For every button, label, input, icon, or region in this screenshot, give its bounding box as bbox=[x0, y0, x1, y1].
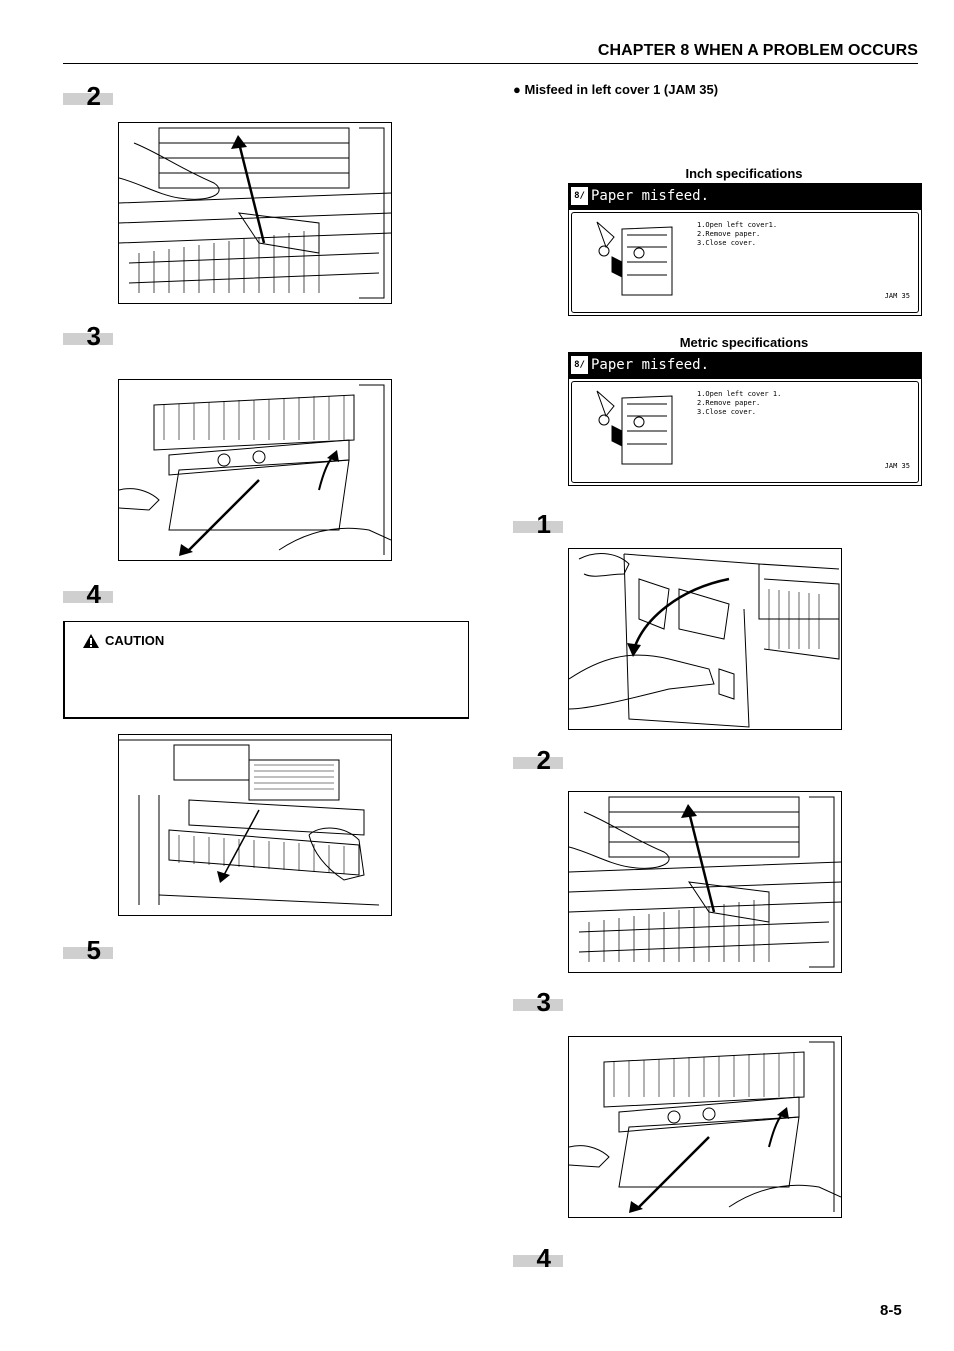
panel-body: 1.Open left cover1. 2.Remove paper. 3.Cl… bbox=[571, 212, 919, 313]
step-marker: 5 bbox=[63, 937, 113, 963]
caution-box: CAUTION bbox=[63, 621, 469, 719]
step-marker: 1 bbox=[513, 511, 563, 537]
chapter-title: CHAPTER 8 WHEN A PROBLEM OCCURS bbox=[597, 42, 918, 59]
section-title: Misfeed in left cover 1 (JAM 35) bbox=[524, 82, 719, 97]
step-number: 4 bbox=[536, 1243, 551, 1273]
illustration-open-left-cover bbox=[568, 548, 842, 730]
bullet-icon: ● bbox=[513, 82, 521, 97]
panel-title: Paper misfeed. bbox=[591, 357, 710, 373]
machine-status-icon: 8/ bbox=[571, 187, 588, 205]
panel-instructions: 1.Open left cover1. 2.Remove paper. 3.Cl… bbox=[697, 221, 778, 247]
step-number: 3 bbox=[536, 987, 551, 1017]
illustration-fuser-unit bbox=[118, 734, 392, 916]
panel-title-bar: 8/ Paper misfeed. bbox=[569, 184, 921, 210]
copier-diagram-icon bbox=[596, 390, 673, 465]
caution-label: CAUTION bbox=[105, 633, 165, 648]
jam-code: JAM 35 bbox=[884, 462, 910, 470]
section-heading: ● Misfeed in left cover 1 (JAM 35) bbox=[513, 82, 718, 97]
panel-instructions: 1.Open left cover 1. 2.Remove paper. 3.C… bbox=[697, 390, 782, 416]
step-marker: 4 bbox=[513, 1245, 563, 1271]
jam-code: JAM 35 bbox=[884, 292, 910, 300]
step-marker: 2 bbox=[513, 747, 563, 773]
panel-title-bar: 8/ Paper misfeed. bbox=[569, 353, 921, 379]
header-rule bbox=[63, 63, 918, 64]
caution-heading: CAUTION bbox=[83, 633, 164, 648]
illustration-pull-paper bbox=[568, 1036, 842, 1218]
warning-icon bbox=[83, 633, 99, 648]
step-number: 5 bbox=[86, 935, 101, 965]
step-marker: 2 bbox=[63, 83, 113, 109]
step-number: 3 bbox=[86, 321, 101, 351]
step-marker: 3 bbox=[513, 989, 563, 1015]
illustration-lift-guide bbox=[118, 122, 392, 304]
step-number: 4 bbox=[86, 579, 101, 609]
inch-panel: 8/ Paper misfeed. 1.Open left cover1. 2.… bbox=[568, 183, 922, 316]
step-marker: 4 bbox=[63, 581, 113, 607]
copier-diagram-icon bbox=[596, 221, 673, 296]
step-marker: 3 bbox=[63, 323, 113, 349]
panel-body: 1.Open left cover 1. 2.Remove paper. 3.C… bbox=[571, 381, 919, 483]
inch-caption: Inch specifications bbox=[685, 166, 803, 181]
illustration-pull-paper bbox=[118, 379, 392, 561]
step-number: 1 bbox=[536, 509, 551, 539]
metric-caption: Metric specifications bbox=[679, 335, 809, 350]
panel-title: Paper misfeed. bbox=[591, 188, 710, 204]
page-number: 8-5 bbox=[880, 1302, 902, 1319]
step-number: 2 bbox=[86, 81, 101, 111]
metric-panel: 8/ Paper misfeed. 1.Open left cover 1. 2… bbox=[568, 352, 922, 486]
machine-status-icon: 8/ bbox=[571, 356, 588, 374]
step-number: 2 bbox=[536, 745, 551, 775]
illustration-lift-guide bbox=[568, 791, 842, 973]
